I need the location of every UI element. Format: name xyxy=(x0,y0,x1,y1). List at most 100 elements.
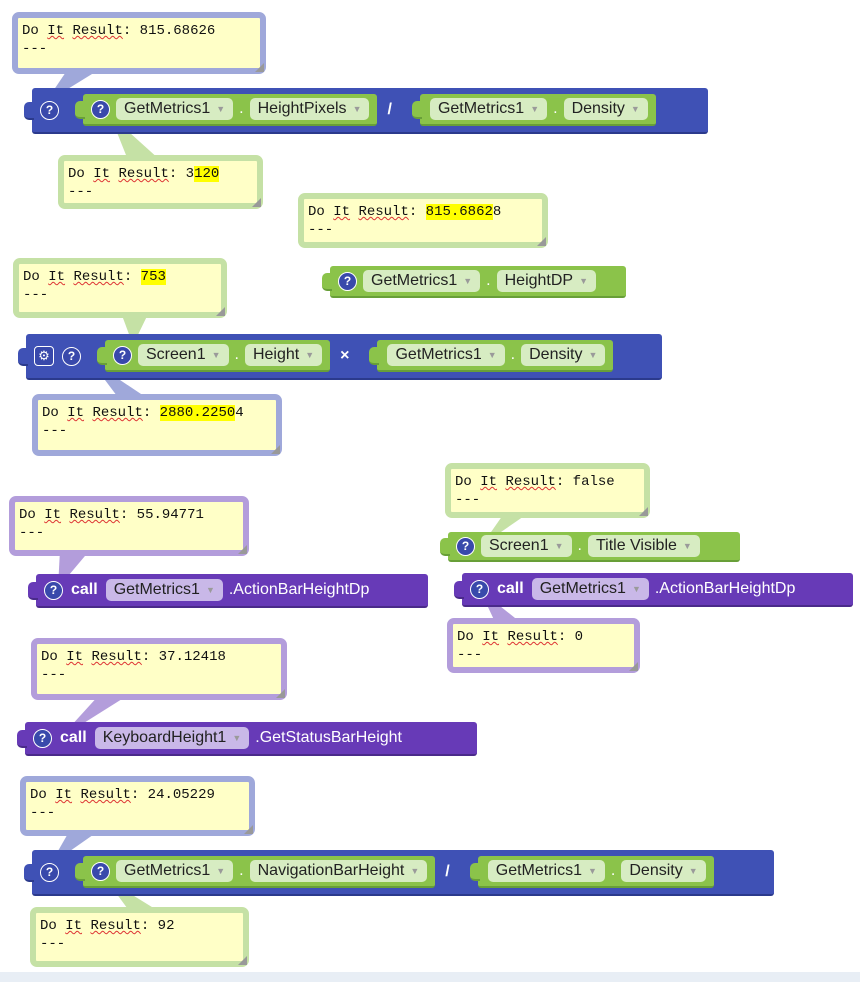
resize-handle-icon[interactable] xyxy=(276,689,285,698)
property-separator: . xyxy=(553,100,558,117)
result-separator: --- xyxy=(455,492,481,508)
do-it-result-comment[interactable]: Do It Result: 815.68628--- xyxy=(298,193,548,248)
dropdown-value: GetMetrics1 xyxy=(495,862,582,879)
help-icon[interactable]: ? xyxy=(91,861,110,881)
help-icon[interactable]: ? xyxy=(470,579,489,599)
gear-icon[interactable]: ⚙ xyxy=(34,346,54,366)
result-line: Do It Result: 2880.22504 xyxy=(42,405,244,421)
component-dropdown[interactable]: Screen1▼ xyxy=(481,535,572,557)
resize-handle-icon[interactable] xyxy=(216,307,225,316)
component-dropdown[interactable]: Height ▼ xyxy=(244,344,323,366)
component-dropdown[interactable]: GetMetrics1▼ xyxy=(387,344,505,366)
result-label-do: Do xyxy=(40,918,57,934)
help-icon[interactable]: ? xyxy=(338,271,357,291)
do-it-result-comment[interactable]: Do It Result: 815.68626--- xyxy=(12,12,266,74)
property-getter-block[interactable]: ?Screen1▼.Height▼ xyxy=(97,340,331,372)
component-dropdown[interactable]: Screen1▼ xyxy=(138,344,229,366)
resize-handle-icon[interactable] xyxy=(537,237,546,246)
result-label-result: Result xyxy=(505,474,556,490)
component-dropdown[interactable]: GetMetrics1▼ xyxy=(487,860,605,882)
result-label-it: It xyxy=(93,166,111,182)
call-keyword: call xyxy=(497,580,524,597)
result-value: 0 xyxy=(574,629,584,645)
do-it-result-comment[interactable]: Do It Result: 92--- xyxy=(30,907,249,967)
result-value: 92 xyxy=(157,918,175,934)
help-icon[interactable]: ? xyxy=(44,580,63,600)
component-dropdown[interactable]: GetMetrics1▼ xyxy=(363,270,481,292)
resize-handle-icon[interactable] xyxy=(629,662,638,671)
method-name: .ActionBarHeightDp xyxy=(228,581,370,598)
component-dropdown[interactable]: Density▼ xyxy=(563,98,648,120)
property-getter-block[interactable]: GetMetrics1▼.Density▼ xyxy=(369,340,614,372)
property-getter-block[interactable]: ? GetMetrics1▼. NavigationBarHeight▼ xyxy=(75,856,436,888)
do-it-result-comment[interactable]: Do It Result: 55.94771--- xyxy=(9,496,249,556)
resize-handle-icon[interactable] xyxy=(244,825,253,834)
resize-handle-icon[interactable] xyxy=(271,445,280,454)
do-it-result-comment[interactable]: Do It Result: 3120 --- xyxy=(58,155,263,209)
result-separator: --- xyxy=(23,287,49,303)
property-getter-block[interactable]: ?GetMetrics1▼.HeightDP▼ xyxy=(322,266,626,298)
help-icon[interactable]: ? xyxy=(91,99,110,119)
do-it-result-comment[interactable]: Do It Result: false--- xyxy=(445,463,650,518)
help-icon[interactable]: ? xyxy=(456,536,475,556)
result-line: Do It Result: 3120 xyxy=(68,166,220,182)
result-separator: --- xyxy=(68,184,94,200)
result-value-rest: 4 xyxy=(235,405,244,421)
help-icon[interactable]: ? xyxy=(113,345,132,365)
result-line: Do It Result: 92 xyxy=(40,918,175,934)
dropdown-value: HeightDP xyxy=(504,272,574,289)
do-it-result-comment[interactable]: Do It Result: 2880.22504--- xyxy=(32,394,282,456)
help-icon[interactable]: ? xyxy=(40,862,59,882)
do-it-result-comment[interactable]: Do It Result: 37.12418--- xyxy=(31,638,287,700)
component-dropdown[interactable]: GetMetrics1▼ xyxy=(116,98,234,120)
do-it-result-comment[interactable]: Do It Result: 0--- xyxy=(447,618,640,673)
component-dropdown[interactable]: Density▼ xyxy=(521,344,606,366)
math-expression-block[interactable]: ⚙??Screen1▼.Height▼×GetMetrics1▼.Density… xyxy=(18,334,662,380)
math-expression-block[interactable]: ??GetMetrics1▼.NavigationBarHeight▼/GetM… xyxy=(24,850,774,896)
result-label-it: It xyxy=(44,507,62,523)
chevron-down-icon: ▼ xyxy=(305,350,315,360)
component-dropdown[interactable]: GetMetrics1▼ xyxy=(531,578,649,600)
component-dropdown[interactable]: Density▼ xyxy=(621,860,706,882)
property-getter-block[interactable]: ?Screen1▼.Title Visible▼ xyxy=(440,532,740,562)
dropdown-value: Height xyxy=(252,346,300,363)
resize-handle-icon[interactable] xyxy=(238,956,247,965)
property-getter-block[interactable]: GetMetrics1▼.Density▼ xyxy=(469,856,714,888)
resize-handle-icon[interactable] xyxy=(252,198,261,207)
component-dropdown[interactable]: HeightDP ▼ xyxy=(496,270,597,292)
result-value-highlighted: 815.6862 xyxy=(425,204,493,220)
property-getter-block[interactable]: GetMetrics1▼. Density▼ xyxy=(411,94,656,126)
help-icon[interactable]: ? xyxy=(33,728,52,748)
chevron-down-icon: ▼ xyxy=(205,585,215,595)
do-it-result-comment[interactable]: Do It Result: 753 --- xyxy=(13,258,227,318)
component-dropdown[interactable]: NavigationBarHeight▼ xyxy=(249,860,428,882)
property-separator: . xyxy=(239,862,244,879)
property-getter-block[interactable]: ?GetMetrics1▼.HeightPixels▼ xyxy=(75,94,378,126)
component-dropdown[interactable]: Title Visible▼ xyxy=(587,535,700,557)
do-it-result-comment[interactable]: Do It Result: 24.05229--- xyxy=(20,776,255,836)
chevron-down-icon: ▼ xyxy=(232,733,242,743)
result-line: Do It Result: 753 xyxy=(23,269,166,285)
component-dropdown[interactable]: KeyboardHeight1▼ xyxy=(94,727,250,749)
component-dropdown[interactable]: HeightPixels▼ xyxy=(249,98,370,120)
chevron-down-icon: ▼ xyxy=(211,350,221,360)
resize-handle-icon[interactable] xyxy=(639,507,648,516)
result-label-do: Do xyxy=(455,474,472,490)
help-icon[interactable]: ? xyxy=(62,346,81,366)
result-label-result: Result xyxy=(91,649,142,665)
resize-handle-icon[interactable] xyxy=(255,63,264,72)
block-connector xyxy=(97,347,107,365)
help-icon[interactable]: ? xyxy=(40,100,59,120)
component-dropdown[interactable]: GetMetrics1▼ xyxy=(429,98,548,120)
block-connector xyxy=(17,730,27,748)
chevron-down-icon: ▼ xyxy=(216,866,226,876)
chevron-down-icon: ▼ xyxy=(579,276,589,286)
component-dropdown[interactable]: GetMetrics1▼ xyxy=(105,579,223,601)
resize-handle-icon[interactable] xyxy=(238,545,247,554)
math-operator: / xyxy=(387,101,392,118)
math-expression-block[interactable]: ?? GetMetrics1▼. HeightPixels▼ / GetMetrics1… xyxy=(24,88,708,134)
component-dropdown[interactable]: GetMetrics1▼ xyxy=(116,860,234,882)
